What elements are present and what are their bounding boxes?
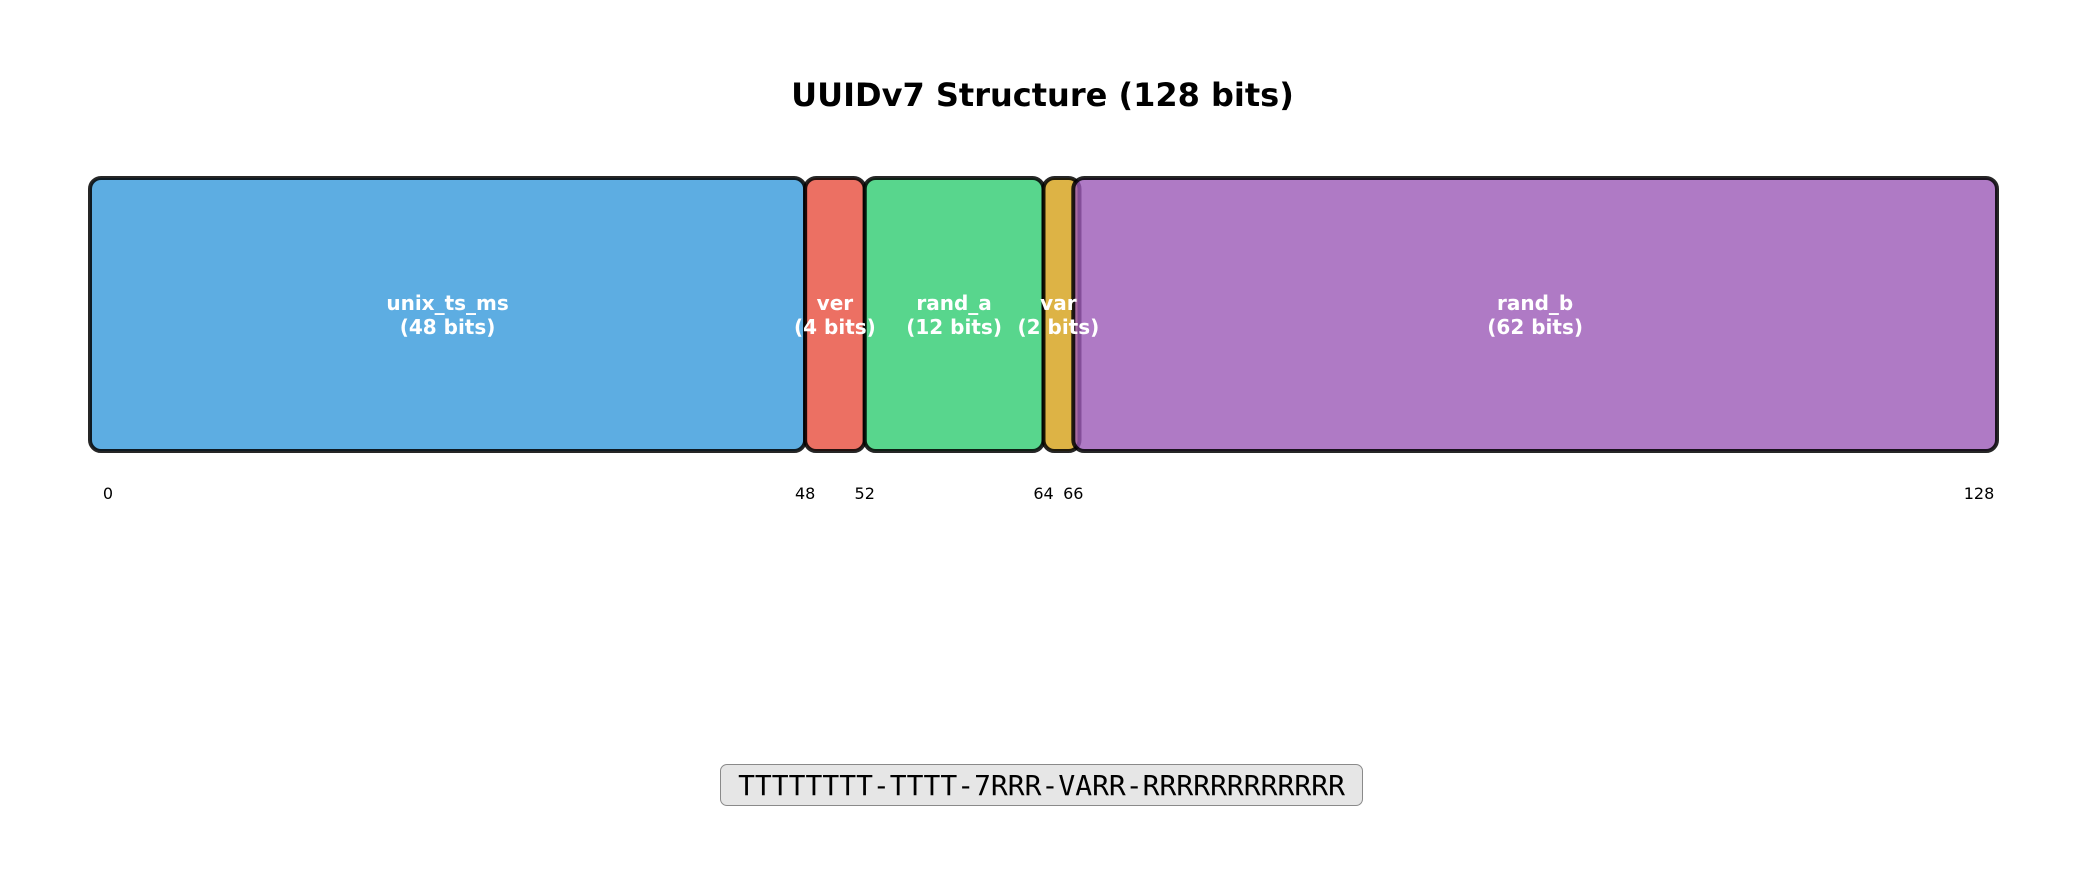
tick-label-48: 48 bbox=[794, 484, 816, 503]
segment-label-rand_a: rand_a (12 bits) bbox=[906, 290, 1002, 339]
segment-label-rand_b: rand_b (62 bits) bbox=[1487, 290, 1583, 339]
diagram-title: UUIDv7 Structure (128 bits) bbox=[791, 76, 1294, 114]
segment-label-var: var (2 bits) bbox=[1017, 290, 1100, 339]
tick-label-66: 66 bbox=[1063, 484, 1084, 503]
uuid-pattern-box: TTTTTTTT-TTTT-7RRR-VARR-RRRRRRRRRRRR bbox=[720, 764, 1363, 806]
tick-label-0: 0 bbox=[102, 484, 114, 503]
tick-label-52: 52 bbox=[854, 484, 875, 503]
uuid-pattern-text: TTTTTTTT-TTTT-7RRR-VARR-RRRRRRRRRRRR bbox=[738, 768, 1345, 802]
segment-label-unix_ts_ms: unix_ts_ms (48 bits) bbox=[386, 290, 509, 339]
tick-label-64: 64 bbox=[1033, 484, 1054, 503]
segment-rand_b bbox=[1071, 176, 1999, 453]
segment-label-ver: ver (4 bits) bbox=[794, 290, 876, 339]
tick-label-128: 128 bbox=[1963, 484, 1995, 503]
